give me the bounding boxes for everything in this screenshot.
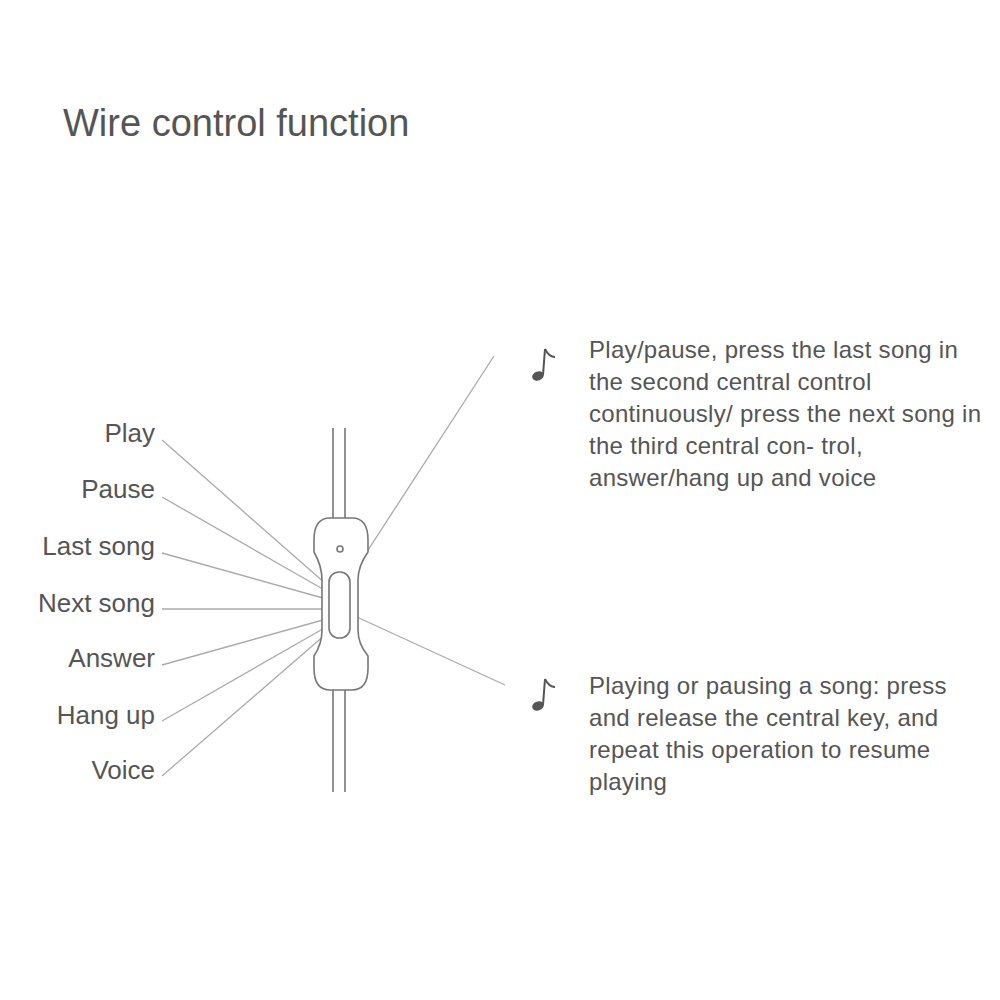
leader-line <box>162 553 330 600</box>
leader-line <box>162 626 328 721</box>
leader-line <box>162 634 326 776</box>
function-label: Answer <box>68 643 155 674</box>
cable <box>344 690 346 792</box>
cable <box>344 428 346 520</box>
central-key <box>329 572 350 638</box>
leader-line <box>346 612 505 685</box>
instruction-note: Playing or pausing a song: press and rel… <box>589 670 984 798</box>
function-label: Play <box>104 418 155 449</box>
leader-line <box>162 608 332 609</box>
function-label: Next song <box>38 588 155 619</box>
function-label: Voice <box>91 755 155 786</box>
function-label: Pause <box>81 474 155 505</box>
function-label: Hang up <box>57 700 155 731</box>
function-label: Last song <box>42 531 155 562</box>
diagram-title: Wire control function <box>63 102 409 145</box>
instruction-note: Play/pause, press the last song in the s… <box>589 334 984 494</box>
leader-line <box>162 618 330 665</box>
leader-line <box>162 440 326 584</box>
cable <box>332 428 334 520</box>
remote-body <box>314 518 368 690</box>
music-note-icon <box>531 679 555 712</box>
cable <box>332 690 334 792</box>
microphone-hole <box>337 546 343 552</box>
music-note-icon <box>531 349 555 382</box>
leader-line <box>162 497 328 592</box>
